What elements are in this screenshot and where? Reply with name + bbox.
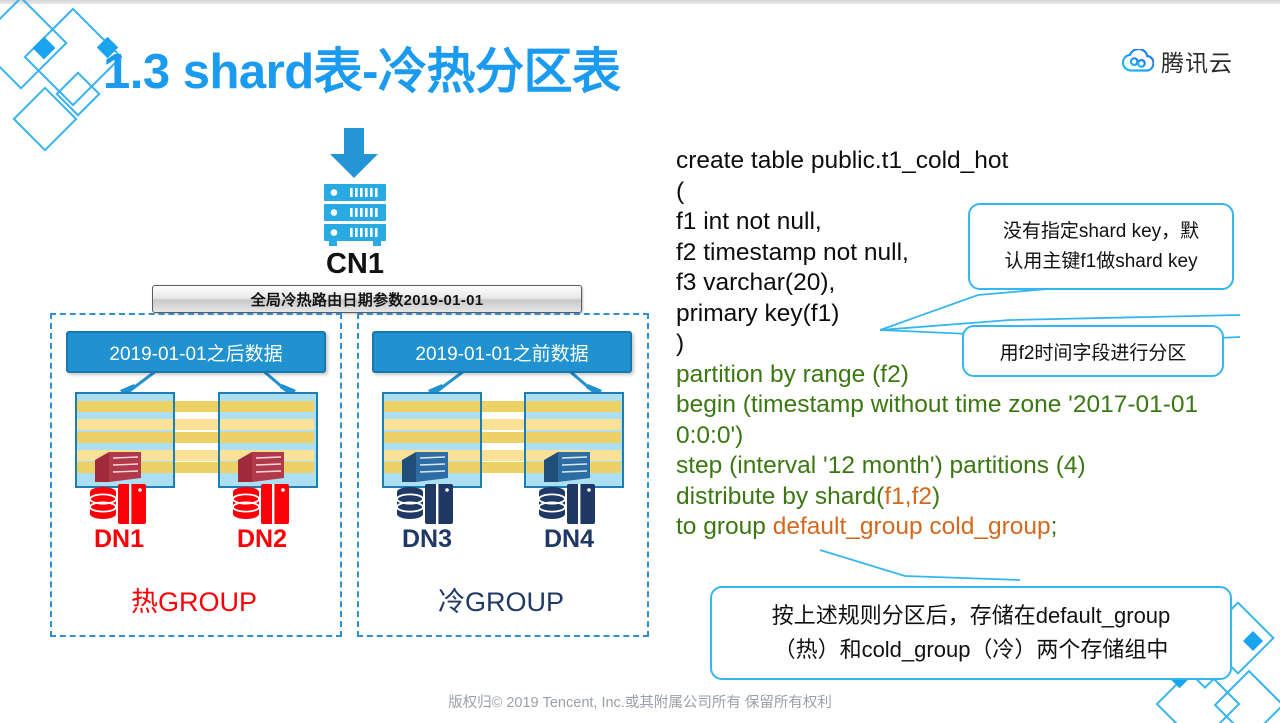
copyright-footer: 版权归© 2019 Tencent, Inc.或其附属公司所有 保留所有权利 xyxy=(448,695,832,711)
dn4-database-icon xyxy=(538,484,595,524)
partition-stripe xyxy=(384,462,621,473)
code-line: partition by range (f2) xyxy=(676,360,909,388)
partition-stripe xyxy=(77,401,314,412)
cn1-label: CN1 xyxy=(325,248,384,280)
dn1-database-icon xyxy=(89,484,146,524)
logo-text: 腾讯云 xyxy=(1161,50,1233,76)
partition-stripe xyxy=(384,419,621,430)
partition-stripe xyxy=(77,419,314,430)
dn2-database-icon xyxy=(232,484,289,524)
hot-group-frame xyxy=(50,313,342,637)
arrow-down-icon xyxy=(330,128,378,178)
partition-stripe xyxy=(384,401,621,412)
callout-line: 用f2时间字段进行分区 xyxy=(999,342,1187,364)
cloud-logo-icon xyxy=(1122,49,1154,72)
callout-storage-groups: 按上述规则分区后，存储在default_group （热）和cold_group… xyxy=(710,586,1232,680)
dn4-label: DN4 xyxy=(543,525,594,553)
callout-line: 按上述规则分区后，存储在default_group xyxy=(771,603,1171,628)
code-line: ( xyxy=(676,177,685,205)
callout-line: 没有指定shard key，默 xyxy=(1002,220,1200,242)
code-line: begin (timestamp without time zone '2017… xyxy=(676,391,1199,418)
dn1-server-icon xyxy=(95,452,141,482)
code-line: to group xyxy=(676,513,773,540)
partition-stripe xyxy=(77,462,314,473)
page-title: 1.3 shard表-冷热分区表 xyxy=(103,45,621,99)
code-line: f1 int not null, xyxy=(676,208,822,235)
callout-line: 认用主键f1做shard key xyxy=(1004,250,1198,272)
hot-group-label: 热GROUP xyxy=(130,587,257,617)
code-line: distribute by shard( xyxy=(676,482,885,510)
callout-partition: 用f2时间字段进行分区 xyxy=(962,325,1224,377)
code-line: ) xyxy=(932,482,941,510)
cold-group-frame xyxy=(357,313,649,637)
top-border xyxy=(0,0,1280,4)
dn3-label: DN3 xyxy=(401,525,452,553)
sql-code-block: create table public.t1_cold_hot ( f1 int… xyxy=(676,146,1198,543)
dn2-label: DN2 xyxy=(236,525,287,553)
tencent-cloud-logo: 腾讯云 xyxy=(1122,44,1233,78)
callout-line: （热）和cold_group（冷）两个存储组中 xyxy=(773,637,1169,662)
code-line: f2 timestamp not null, xyxy=(676,238,909,266)
global-route-date-param-bar: 全局冷热路由日期参数2019-01-01 xyxy=(152,285,582,313)
dn3-database-icon xyxy=(396,484,453,524)
hot-group-banner: 2019-01-01之后数据 xyxy=(66,331,326,373)
dn3-server-icon xyxy=(402,452,448,482)
code-token-shard-cols: f1,f2 xyxy=(884,482,933,510)
cold-group-label: 冷GROUP xyxy=(437,587,564,617)
code-line: f3 varchar(20), xyxy=(676,269,836,296)
code-line: create table public.t1_cold_hot xyxy=(676,147,1009,174)
dn2-server-icon xyxy=(238,452,284,482)
partition-stripe xyxy=(77,450,314,461)
code-line: primary key(f1) xyxy=(676,299,840,327)
code-line: 0:0:0') xyxy=(676,421,744,449)
code-line: ; xyxy=(1050,513,1058,540)
dn4-server-icon xyxy=(544,452,590,482)
partition-stripe xyxy=(384,450,621,461)
partition-stripe xyxy=(77,432,314,443)
code-token-groups: default_group cold_group xyxy=(772,513,1051,540)
dn1-label: DN1 xyxy=(93,525,144,553)
cn1-server-icon xyxy=(324,184,386,246)
code-line: ) xyxy=(676,330,685,357)
code-line: step (interval '12 month') partitions (4… xyxy=(676,452,1086,479)
cold-group-banner: 2019-01-01之前数据 xyxy=(372,331,632,373)
partition-stripe xyxy=(384,432,621,443)
callout-shard-key: 没有指定shard key，默 认用主键f1做shard key xyxy=(968,203,1234,290)
